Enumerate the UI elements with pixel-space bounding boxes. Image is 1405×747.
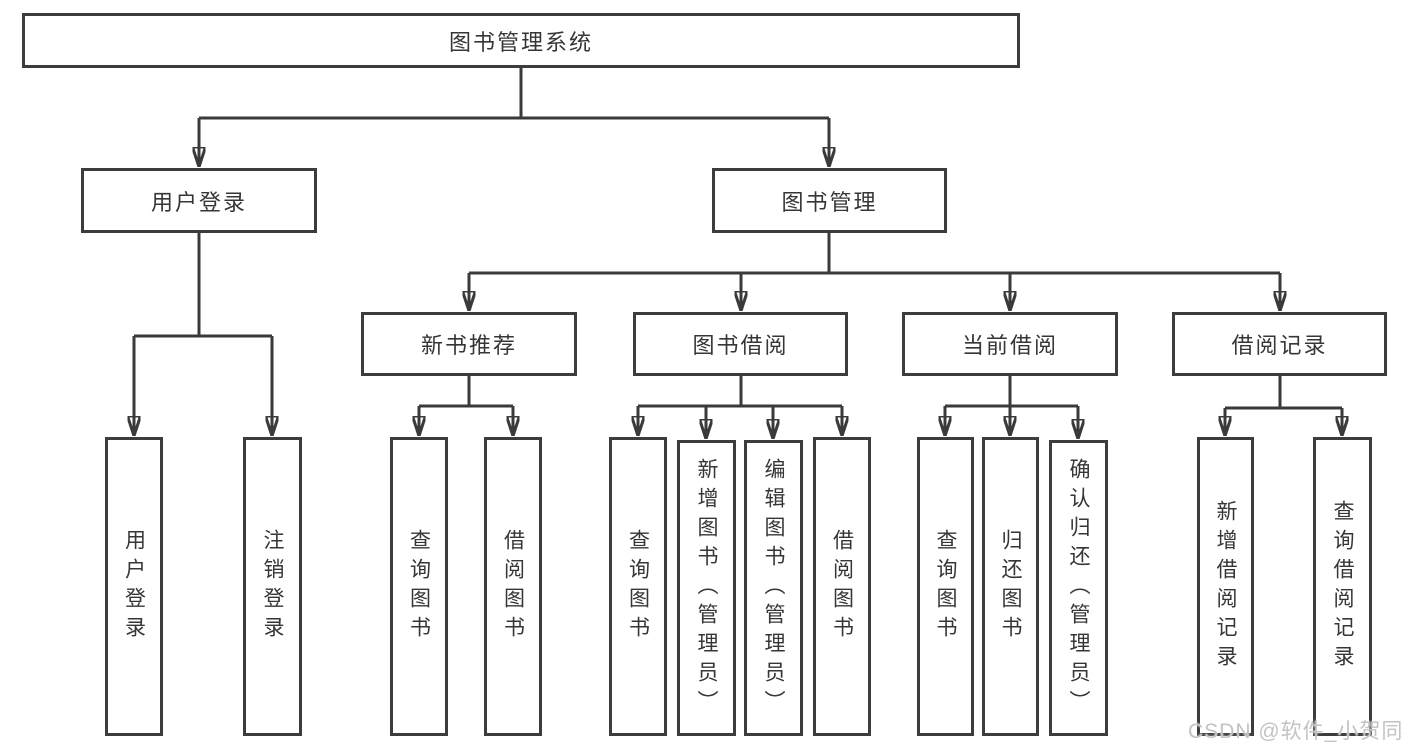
node-borrowing-records: 借阅记录 [1172,312,1387,376]
node-label: 查询借阅记录 [1331,499,1354,674]
node-book-management: 图书管理 [712,168,947,233]
leaf-query-borrow-record: 查询借阅记录 [1313,437,1372,736]
node-label: 新增图书（管理员） [695,457,718,719]
leaf-query-books-current: 查询图书 [917,437,974,736]
node-user-login: 用户登录 [81,168,317,233]
node-label: 查询图书 [626,528,650,645]
node-label: 当前借阅 [961,333,1058,358]
leaf-query-books-recommend: 查询图书 [390,437,448,736]
node-label: 归还图书 [999,528,1022,645]
node-label: 注销登录 [261,528,284,645]
leaf-borrow-books-recommend: 借阅图书 [484,437,542,736]
leaf-borrow-books-borrowing: 借阅图书 [813,437,871,736]
node-label: 图书管理系统 [448,29,593,55]
node-label: 图书借阅 [692,333,789,358]
node-label: 查询图书 [407,528,431,645]
csdn-watermark: CSDN @软件_小贺同学 [1188,720,1405,743]
leaf-return-book: 归还图书 [982,437,1039,736]
node-label: 新增借阅记录 [1214,499,1237,674]
node-label: 借阅记录 [1231,333,1328,358]
leaf-edit-book-admin: 编辑图书（管理员） [744,440,803,736]
node-label: 借阅图书 [501,528,525,645]
node-book-borrowing: 图书借阅 [633,312,848,376]
leaf-confirm-return-admin: 确认归还（管理员） [1049,440,1108,736]
node-label: 查询图书 [934,528,957,645]
leaf-logout: 注销登录 [243,437,302,736]
node-label: 新书推荐 [420,333,517,358]
node-library-system: 图书管理系统 [22,13,1020,68]
node-label: 借阅图书 [830,528,854,645]
node-label: 用户登录 [150,189,247,215]
node-new-book-recommend: 新书推荐 [361,312,577,376]
node-label: 用户登录 [122,528,146,645]
node-current-borrowing: 当前借阅 [902,312,1118,376]
node-label: 图书管理 [781,189,878,215]
leaf-query-books-borrowing: 查询图书 [609,437,667,736]
leaf-user-login: 用户登录 [105,437,163,736]
leaf-add-book-admin: 新增图书（管理员） [677,440,736,736]
node-label: 编辑图书（管理员） [762,457,785,719]
node-label: 确认归还（管理员） [1067,457,1090,719]
leaf-add-borrow-record: 新增借阅记录 [1197,437,1254,736]
